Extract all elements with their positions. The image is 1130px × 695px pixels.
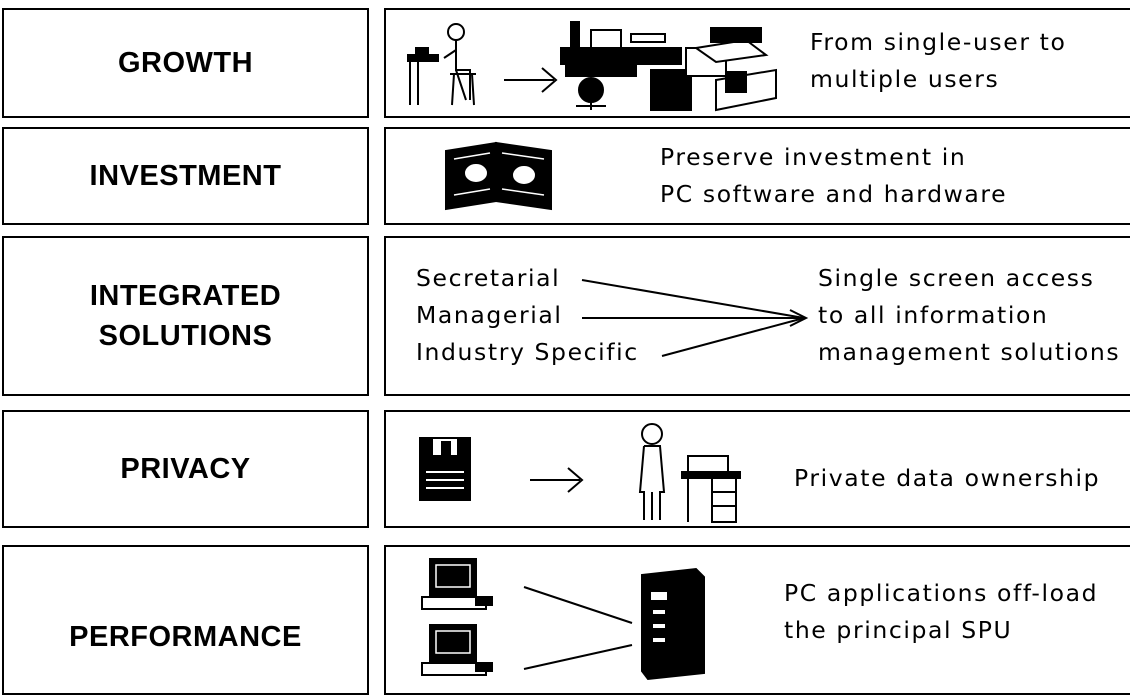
growth-label-box: GROWTH — [2, 8, 369, 118]
integrated-description: Single screen access to all information … — [818, 260, 1120, 371]
investment-label-box: INVESTMENT — [2, 127, 369, 225]
integrated-label-box: INTEGRATED SOLUTIONS — [2, 236, 369, 396]
arrow-right-icon — [504, 67, 558, 93]
server-cabinet-icon — [641, 567, 705, 681]
pc-workstation-icon — [421, 558, 493, 610]
performance-desc-line-1: PC applications off-load — [784, 579, 1099, 607]
performance-label: PERFORMANCE — [69, 621, 302, 653]
growth-desc-line-1: From single-user to — [810, 28, 1067, 56]
converge-arrowhead — [789, 309, 809, 327]
privacy-desc-line-1: Private data ownership — [794, 464, 1101, 492]
source-secretarial: Secretarial — [416, 264, 561, 292]
investment-desc-line-2: PC software and hardware — [660, 180, 1008, 208]
software-package-icon — [445, 141, 552, 211]
integrated-label-line-1: INTEGRATED — [89, 280, 282, 312]
person-at-desk-icon — [638, 423, 741, 523]
investment-content-box: Preserve investment in PC software and h… — [384, 127, 1130, 225]
growth-content-box: From single-user to multiple users — [384, 8, 1130, 118]
multi-user-office-icon — [560, 21, 777, 112]
growth-description: From single-user to multiple users — [810, 24, 1066, 98]
integrated-desc-line-3: management solutions — [818, 338, 1121, 366]
investment-illustration — [445, 141, 552, 211]
performance-illustration — [421, 558, 705, 681]
converging-lines — [581, 279, 809, 357]
source-managerial: Managerial — [416, 301, 563, 329]
growth-label: GROWTH — [117, 47, 254, 79]
integrated-label-line-2: SOLUTIONS — [98, 320, 273, 352]
floppy-disk-icon — [419, 437, 471, 501]
performance-label-box: PERFORMANCE — [2, 545, 369, 695]
privacy-label: PRIVACY — [120, 453, 251, 485]
performance-description: PC applications off-load the principal S… — [784, 575, 1098, 649]
investment-label: INVESTMENT — [89, 160, 282, 192]
integrated-label: INTEGRATED SOLUTIONS — [90, 276, 281, 356]
integrated-desc-line-1: Single screen access — [818, 264, 1095, 292]
integrated-content-box: Secretarial Managerial Industry Specific… — [384, 236, 1130, 396]
arrow-right-icon — [530, 467, 584, 493]
integrated-sources: Secretarial Managerial Industry Specific — [416, 260, 639, 371]
investment-description: Preserve investment in PC software and h… — [660, 139, 1007, 213]
growth-illustration — [407, 21, 777, 112]
investment-desc-line-1: Preserve investment in — [660, 143, 967, 171]
connection-lines — [523, 586, 633, 670]
performance-content-box: PC applications off-load the principal S… — [384, 545, 1130, 695]
single-user-desk-icon — [407, 23, 476, 106]
privacy-description: Private data ownership — [794, 460, 1100, 497]
source-industry-specific: Industry Specific — [416, 338, 639, 366]
privacy-label-box: PRIVACY — [2, 410, 369, 528]
privacy-content-box: Private data ownership — [384, 410, 1130, 528]
growth-desc-line-2: multiple users — [810, 65, 1000, 93]
integrated-desc-line-2: to all information — [818, 301, 1049, 329]
privacy-illustration — [419, 423, 741, 523]
pc-workstation-icon — [421, 624, 493, 676]
performance-desc-line-2: the principal SPU — [784, 616, 1013, 644]
